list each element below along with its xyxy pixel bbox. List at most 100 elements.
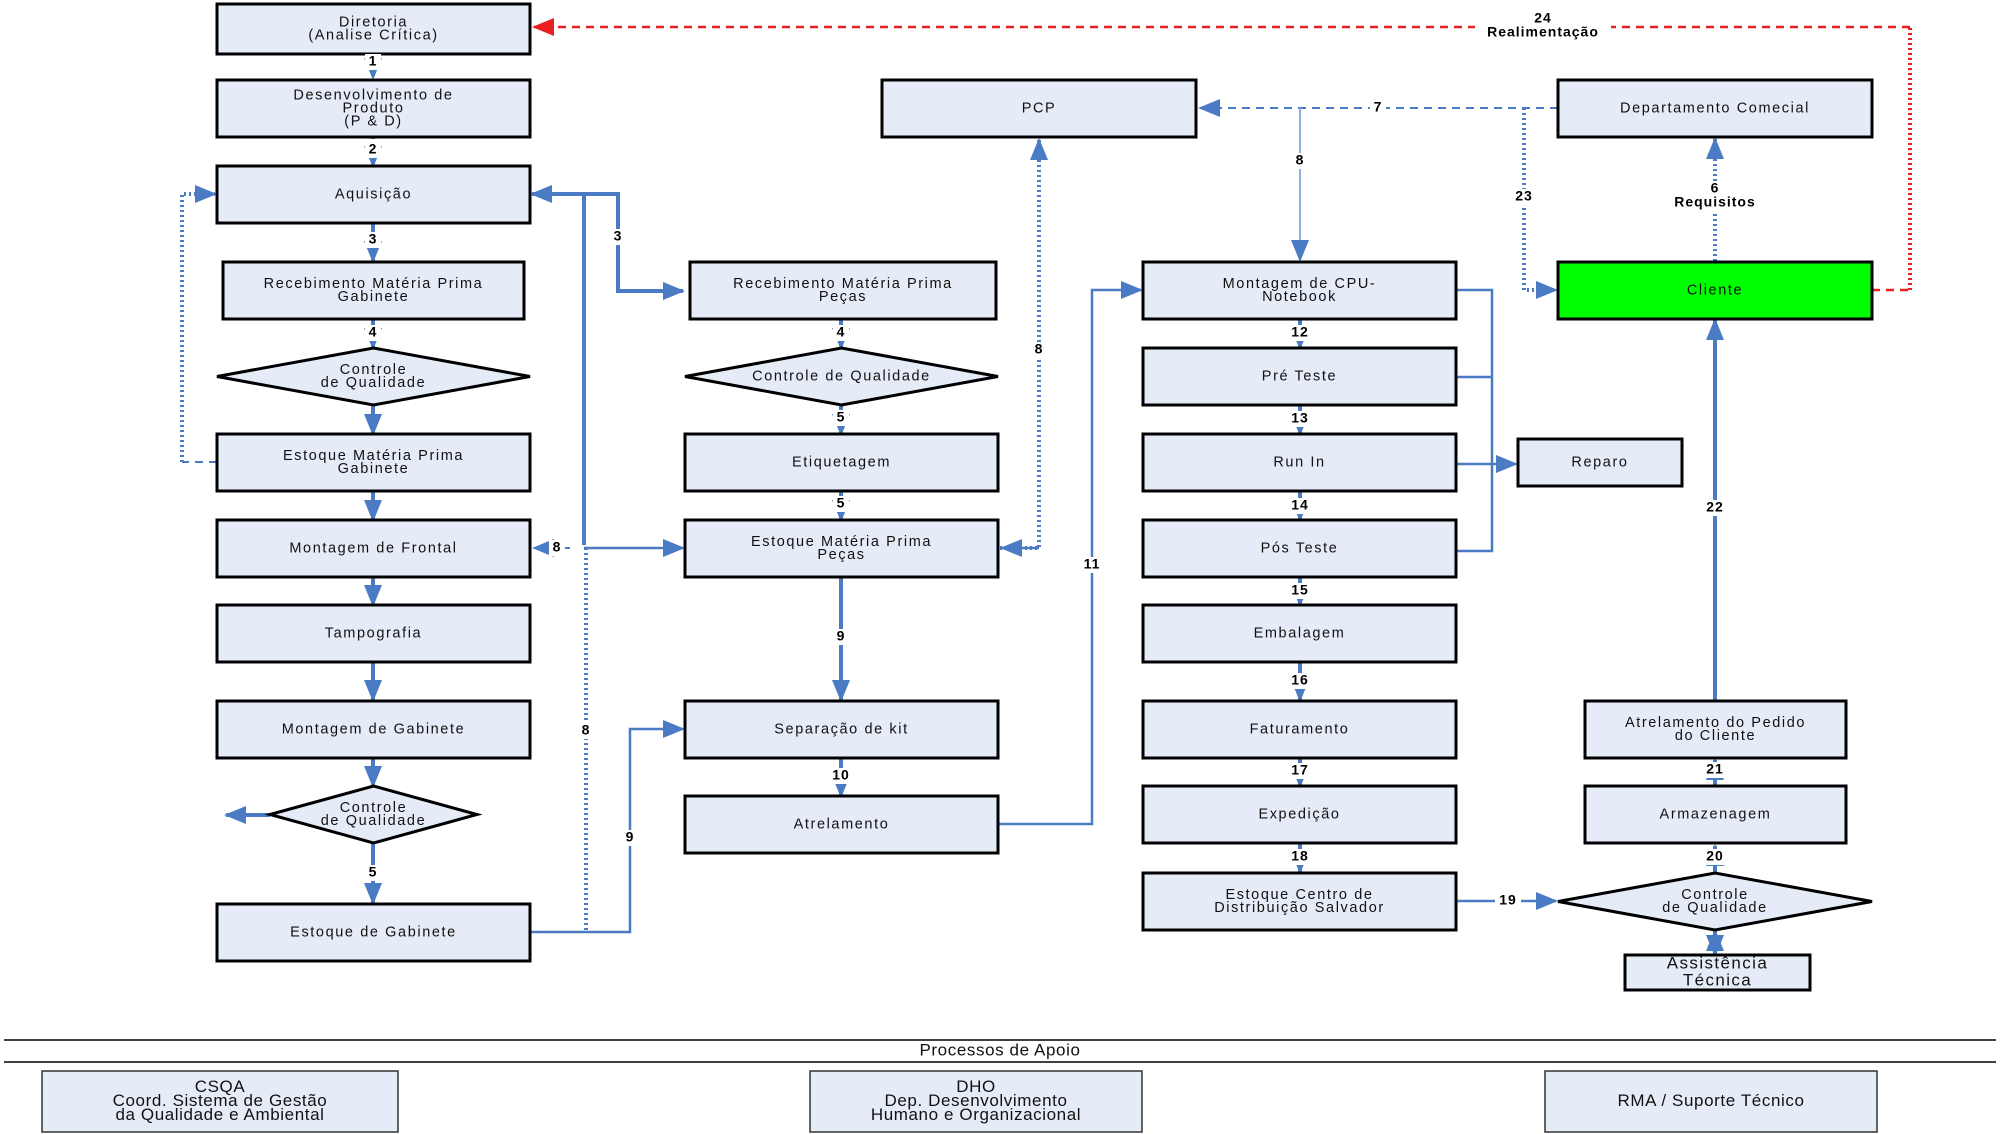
edge-label-text: 3 [614,228,623,244]
edge-label-text: 22 [1706,499,1724,515]
process-box [683,794,1000,855]
node-armazenagem[interactable]: Armazenagem [1583,784,1848,845]
process-box [880,78,1198,139]
node-label: Técnica [1683,970,1752,989]
node-label: Departamento Comecial [1620,100,1810,116]
node-run-in[interactable]: Run In [1141,432,1458,493]
edge-label-e8-stock: 8 [1292,152,1308,169]
process-box [215,518,532,579]
label-bg [365,325,381,341]
node-estoque-gabinete[interactable]: Estoque de Gabinete [215,902,532,963]
node-diretoria[interactable]: Diretoria(Analise Crítica) [215,2,532,56]
node-label: Desenvolvimento de [293,87,453,103]
decision-diamond [264,784,483,845]
label-bg [365,142,381,158]
node-pcp[interactable]: PCP [880,78,1198,139]
node-cq-pecas[interactable]: Controle de Qualidade [684,346,999,407]
node-separacao-kit[interactable]: Separação de kit [683,699,1000,760]
process-box [1556,78,1874,139]
label-bg [1287,849,1313,865]
edge-label-e16: 16 [1287,672,1313,689]
node-label: Armazenagem [1660,806,1772,822]
edge-9-gabinete [530,720,685,934]
node-montagem-cpu[interactable]: Montagem de CPU-Notebook [1141,260,1458,321]
edge-label-text: 19 [1499,892,1517,908]
process-box [1141,432,1458,493]
node-embalagem[interactable]: Embalagem [1141,603,1458,664]
process-box [215,78,532,139]
node-label: Etiquetagem [792,454,891,470]
node-aquisicao[interactable]: Aquisição [215,164,532,225]
node-label: Notebook [1262,289,1337,305]
edge-label-text: 5 [837,409,846,425]
process-box [688,260,998,321]
edge-label-e1: 1 [365,53,381,70]
node-label: Estoque de Gabinete [290,924,457,940]
node-faturamento[interactable]: Faturamento [1141,699,1458,760]
label-bg [1702,500,1728,516]
node-expedicao[interactable]: Expedição [1141,784,1458,845]
process-box [215,432,532,493]
node-depto-comercial[interactable]: Departamento Comecial [1556,78,1874,139]
edge-label-e7: 7 [1370,99,1386,116]
node-tampografia[interactable]: Tampografia [215,603,532,664]
edge-label-text: Requisitos [1674,194,1756,210]
node-pre-teste[interactable]: Pré Teste [1141,346,1458,407]
node-reparo[interactable]: Reparo [1516,437,1684,488]
support-box-3[interactable]: RMA / Suporte Técnico [1544,1070,1878,1133]
decision-diamond [684,346,999,407]
edge-label-text: 24 [1534,10,1552,26]
label-bg [1370,100,1386,116]
label-bg [365,865,381,881]
process-box [1141,871,1458,932]
node-pos-teste[interactable]: Pós Teste [1141,518,1458,579]
edge-label-e8-vert: 8 [578,722,594,739]
node-label: (Analise Crítica) [308,27,438,43]
process-box [1141,603,1458,664]
label-bg [833,410,849,426]
label-bg [1031,342,1047,358]
edge-label-e3a: 3 [365,231,381,248]
node-label: Gabinete [338,289,410,305]
node-montagem-gabinete[interactable]: Montagem de Gabinete [215,699,532,760]
edge-label-e8-pcp: 8 [1031,341,1047,358]
support-box-frame [41,1070,399,1133]
edge-label-text: 8 [553,539,562,555]
edge-label-text: 6 [1711,180,1720,196]
edge-label-e9-kit: 9 [833,628,849,645]
node-etiquetagem[interactable]: Etiquetagem [683,432,1000,493]
edge-label-e9-gab: 9 [622,829,638,846]
label-bg [833,496,849,512]
label-bg [1511,189,1537,205]
node-atrelamento[interactable]: Atrelamento [683,794,1000,855]
edge-label-e13: 13 [1287,410,1313,427]
node-label: RMA / Suporte Técnico [1617,1091,1804,1110]
node-cliente[interactable]: Cliente [1556,260,1874,321]
node-label: Diretoria [339,14,408,30]
edge-label-e20: 20 [1702,848,1728,865]
edge-label-text: 23 [1515,188,1533,204]
edge-label-text: 1 [369,53,378,69]
label-bg [365,232,381,248]
node-label: do Cliente [1675,728,1756,744]
edge-label-e19: 19 [1495,892,1521,909]
node-label: Run In [1273,454,1325,470]
node-label: Recebimento Matéria Prima [264,276,484,292]
edge-11 [998,281,1143,826]
node-montagem-frontal[interactable]: Montagem de Frontal [215,518,532,579]
edge-label-text: 21 [1706,761,1724,777]
edge-3-right [584,192,685,300]
